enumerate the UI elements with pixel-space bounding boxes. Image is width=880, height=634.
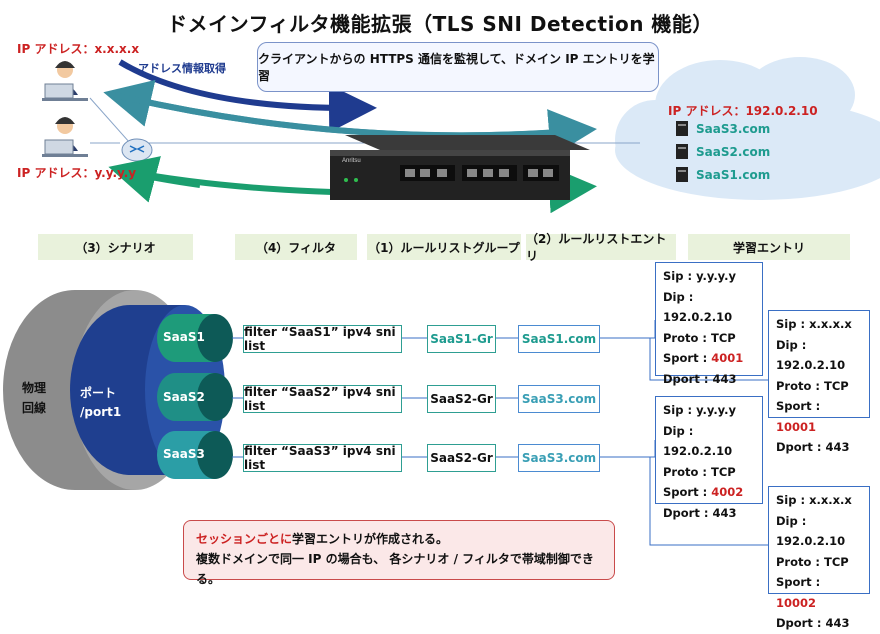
arrow-green-left <box>108 156 201 203</box>
cloud-ip-label: IP アドレス：192.0.2.10 <box>668 104 818 118</box>
pipe-diagram <box>3 290 233 490</box>
saas3-pipe-label: SaaS3 <box>163 447 205 461</box>
header-filter: （4）フィルタ <box>235 234 357 260</box>
server-icon-1 <box>676 121 688 136</box>
client-pc-icon-1 <box>42 61 88 101</box>
group-box-1: SaaS1-Gr <box>427 325 496 353</box>
filter-box-2: filter “SaaS2” ipv4 sni list <box>243 385 402 413</box>
speech-bubble: クライアントからの HTTPS 通信を監視して、ドメイン IP エントリを学習 <box>257 42 659 92</box>
group-box-3: SaaS2-Gr <box>427 444 496 472</box>
sport-label: Sport : <box>776 399 821 413</box>
proto: Proto : TCP <box>663 330 736 345</box>
proto: Proto : TCP <box>776 554 849 569</box>
pipe-saas2 <box>157 373 233 421</box>
learning-entry-4: Sip : x.x.x.x Dip : 192.0.2.10 Proto : T… <box>768 486 870 630</box>
header-entry: （2）ルールリストエントリ <box>526 232 676 263</box>
sport-label: Sport : <box>776 575 821 589</box>
server-name-3: SaaS1.com <box>696 168 771 182</box>
group-box-2: SaaS2-Gr <box>427 385 496 413</box>
header-group: （1）ルールリストグループ <box>367 234 521 260</box>
dip: Dip : 192.0.2.10 <box>776 513 846 549</box>
sport-value: 4001 <box>711 351 744 365</box>
sip: Sip : y.y.y.y <box>663 269 736 283</box>
port-label-2: /port1 <box>80 405 122 419</box>
learning-entry-3: Sip : y.y.y.y Dip : 192.0.2.10 Proto : T… <box>655 396 763 520</box>
note-line1-highlight: セッションごとに <box>196 532 293 546</box>
sip: Sip : x.x.x.x <box>776 317 852 331</box>
client-pc-icon-2 <box>42 117 88 157</box>
physical-line-label: 物理回線 <box>22 381 47 415</box>
sport: Sport : 10001 <box>776 396 862 437</box>
dport: Dport : 443 <box>663 505 737 520</box>
note-box: セッションごとに学習エントリが作成される。 複数ドメインで同一 IP の場合も、… <box>183 520 615 586</box>
pipe-saas3 <box>157 431 233 479</box>
sport-label: Sport : <box>663 485 712 499</box>
client-1-ip-label: IP アドレス：x.x.x.x <box>17 42 140 56</box>
entry-box-3: SaaS3.com <box>518 444 600 472</box>
server-name-1: SaaS3.com <box>696 122 771 136</box>
saas2-pipe-label: SaaS2 <box>163 390 205 404</box>
speech-bubble-text: クライアントからの HTTPS 通信を監視して、ドメイン IP エントリを学習 <box>258 52 655 83</box>
sport-value: 10002 <box>776 595 817 610</box>
filter-box-3: filter “SaaS3” ipv4 sni list <box>243 444 402 472</box>
server-icon-3 <box>676 167 688 182</box>
sip: Sip : y.y.y.y <box>663 403 736 417</box>
sport-value: 10001 <box>776 419 817 434</box>
dport: Dport : 443 <box>663 371 737 386</box>
port-label-1: ポート <box>80 386 117 400</box>
note-line2-text: 複数ドメインで同一 IP の場合も、 各シナリオ / フィルタで帯域制御できる。 <box>196 552 594 586</box>
network-diagram: Anritsu <box>42 57 880 214</box>
sip: Sip : x.x.x.x <box>776 493 852 507</box>
server-icon-2 <box>676 144 688 159</box>
header-scenario: （3）シナリオ <box>38 234 193 260</box>
saas1-pipe-label: SaaS1 <box>163 330 205 344</box>
note-line1-text: 学習エントリが作成される。 <box>292 532 449 546</box>
proto: Proto : TCP <box>663 464 736 479</box>
server-name-2: SaaS2.com <box>696 145 771 159</box>
page-title: ドメインフィルタ機能拡張（TLS SNI Detection 機能） <box>167 12 713 36</box>
packet-shaper-device-icon <box>330 135 590 200</box>
pipe-saas1 <box>157 314 233 362</box>
dip: Dip : 192.0.2.10 <box>663 289 733 325</box>
learning-entry-1: Sip : y.y.y.y Dip : 192.0.2.10 Proto : T… <box>655 262 763 386</box>
proto: Proto : TCP <box>776 378 849 393</box>
arrow-navy <box>118 59 377 133</box>
header-learning: 学習エントリ <box>688 234 850 260</box>
sport-value: 4002 <box>711 485 744 499</box>
sport: Sport : 4001 <box>663 348 755 369</box>
address-acquire-label: アドレス情報取得 <box>138 62 226 75</box>
learning-entry-2: Sip : x.x.x.x Dip : 192.0.2.10 Proto : T… <box>768 310 870 454</box>
dip: Dip : 192.0.2.10 <box>663 423 733 459</box>
sport-label: Sport : <box>663 351 712 365</box>
client-2-ip-label: IP アドレス：y.y.y.y <box>17 166 137 180</box>
entry-box-1: SaaS1.com <box>518 325 600 353</box>
device-brand-text: Anritsu <box>342 158 361 164</box>
arrow-teal-right <box>114 92 597 157</box>
entry-box-2: SaaS3.com <box>518 385 600 413</box>
dport: Dport : 443 <box>776 440 850 454</box>
dip: Dip : 192.0.2.10 <box>776 337 846 373</box>
sport: Sport : 10002 <box>776 572 862 613</box>
dport: Dport : 443 <box>776 616 850 630</box>
filter-box-1: filter “SaaS1” ipv4 sni list <box>243 325 402 353</box>
sport: Sport : 4002 <box>663 482 755 503</box>
